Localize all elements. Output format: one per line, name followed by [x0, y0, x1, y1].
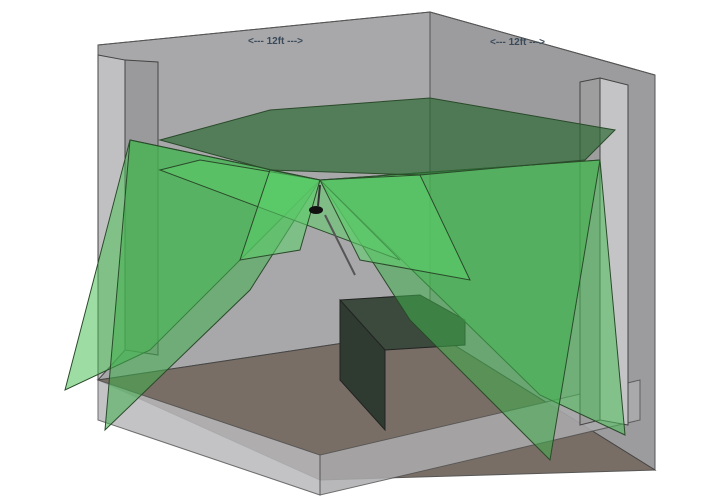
- camera-cable: [324, 214, 356, 276]
- coverage-cone: [239, 169, 321, 261]
- coverage-cone: [319, 174, 471, 281]
- ceiling-camera-icon: [309, 206, 323, 214]
- room-top-outline: [97, 11, 656, 76]
- dimension-label-right: <--- 12ft --->: [490, 37, 545, 48]
- furniture-block-side: [339, 298, 386, 432]
- camera-mount: [317, 184, 321, 207]
- coverage-cones: [64, 97, 626, 462]
- coverage-ceiling: [158, 97, 617, 176]
- dimension-label-left: <--- 12ft --->: [248, 36, 303, 47]
